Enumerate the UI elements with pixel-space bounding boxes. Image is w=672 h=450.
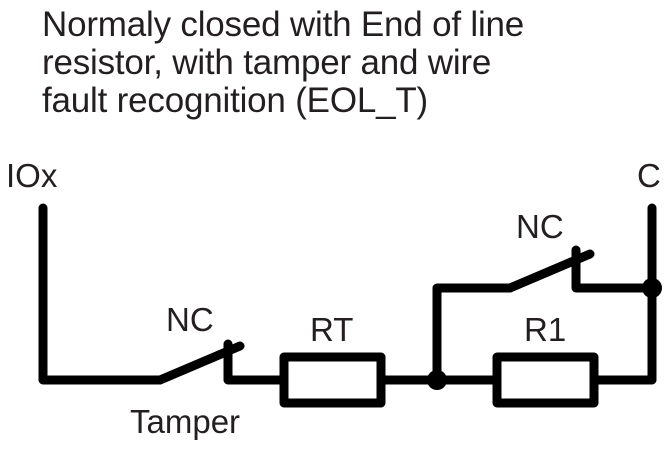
resistor-rt-body [279, 352, 386, 408]
diagram-title: Normaly closed with End of line resistor… [42, 6, 524, 120]
resistor-rt: RT [279, 311, 386, 408]
title-line-3: fault recognition (EOL_T) [42, 81, 429, 120]
terminal-label-iox: IOx [6, 157, 58, 194]
sensor-switch-contact [571, 245, 657, 293]
terminal-label-c: C [637, 157, 661, 194]
resistor-r1-label: R1 [524, 311, 566, 348]
title-line-1: Normaly closed with End of line [42, 5, 525, 44]
resistor-r1-body [492, 352, 599, 408]
resistor-rt-label: RT [310, 311, 353, 348]
tamper-switch: NC Tamper [130, 301, 287, 440]
tamper-switch-type-label: NC [166, 301, 214, 338]
title-line-2: resistor, with tamper and wire [42, 43, 492, 82]
resistor-r1: R1 [492, 311, 599, 408]
sensor-switch: NC [432, 208, 657, 385]
tamper-switch-contact [223, 339, 287, 385]
sensor-switch-type-label: NC [516, 208, 564, 245]
sensor-switch-lead [432, 283, 515, 385]
junction-right [642, 278, 662, 298]
wire-iox [38, 203, 165, 385]
wire-c [589, 203, 657, 385]
tamper-switch-name-label: Tamper [130, 403, 240, 440]
